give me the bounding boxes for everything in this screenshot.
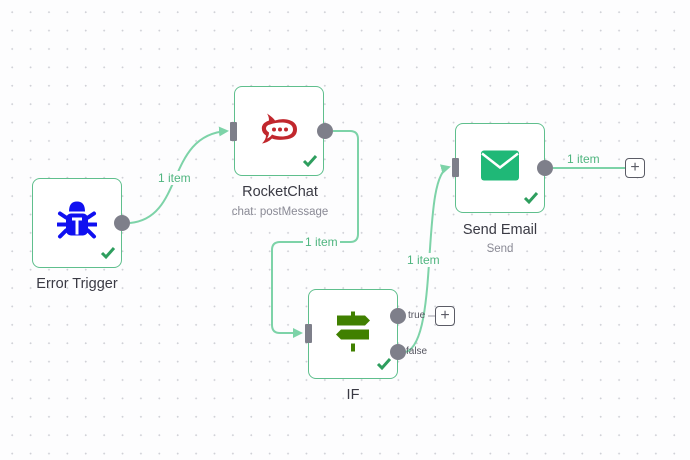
rocketchat-input-handle[interactable] [230, 122, 237, 141]
if-input-handle[interactable] [305, 324, 312, 343]
node-subtitle-send-email: Send [486, 243, 514, 255]
node-error-trigger[interactable] [32, 178, 122, 268]
if-true-label: true [408, 310, 426, 321]
node-rocketchat[interactable] [234, 86, 324, 176]
edge-label-rocketchat-to-if: 1 item [303, 235, 340, 249]
edge-label-email-to-next: 1 item [565, 152, 602, 166]
send-email-output-handle[interactable] [537, 160, 553, 176]
error-trigger-output-handle[interactable] [114, 215, 130, 231]
success-check-icon [376, 357, 392, 376]
send-email-input-handle[interactable] [452, 158, 459, 177]
edge-label-trigger-to-rocketchat: 1 item [156, 171, 193, 185]
edge-label-if-to-email: 1 item [405, 253, 442, 267]
node-label-send-email: Send Email [462, 222, 538, 238]
signpost-icon [334, 311, 372, 357]
success-check-icon [100, 246, 116, 265]
node-if[interactable] [308, 289, 398, 379]
rocketchat-output-handle[interactable] [317, 123, 333, 139]
node-subtitle-rocketchat: chat: postMessage [231, 206, 329, 218]
success-check-icon [523, 191, 539, 210]
send-email-add-node-button[interactable]: + [625, 158, 645, 178]
node-label-rocketchat: RocketChat [242, 184, 318, 200]
envelope-icon [481, 150, 519, 186]
node-send-email[interactable] [455, 123, 545, 213]
if-true-output-handle[interactable] [390, 308, 406, 324]
if-false-output-handle[interactable] [390, 344, 406, 360]
node-label-if: IF [346, 387, 360, 403]
bug-icon [56, 200, 98, 247]
if-true-add-node-button[interactable]: + [435, 306, 455, 326]
if-false-label: false [406, 346, 428, 357]
success-check-icon [302, 154, 318, 173]
rocketchat-icon [259, 112, 299, 151]
node-label-error-trigger: Error Trigger [36, 276, 118, 292]
